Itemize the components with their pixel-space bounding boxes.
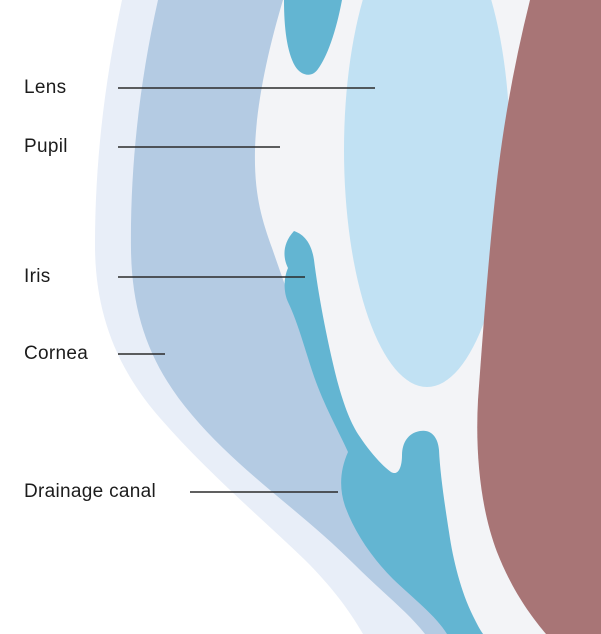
iris-label: Iris	[24, 266, 51, 287]
lens-shape	[344, 0, 510, 387]
pupil-label: Pupil	[24, 136, 68, 157]
vitreous-body-shape	[477, 0, 601, 634]
iris-tip-shape	[284, 0, 342, 75]
drainage-canal-label: Drainage canal	[24, 481, 157, 502]
iris-drainage-shape	[284, 231, 483, 634]
lens-label: Lens	[24, 77, 67, 98]
cornea-label: Cornea	[24, 343, 89, 364]
